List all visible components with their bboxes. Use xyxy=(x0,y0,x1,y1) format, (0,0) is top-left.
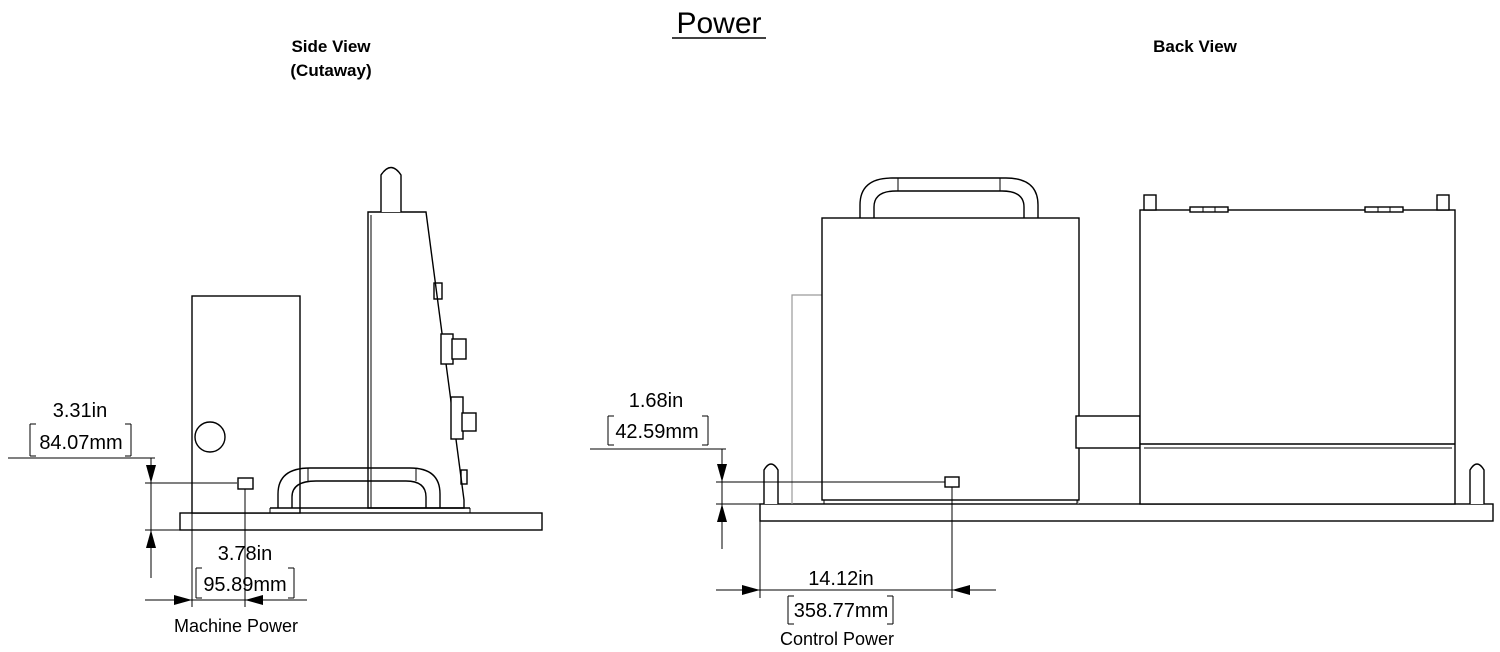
side-base-plate xyxy=(179,512,543,531)
side-horizontal-dim-in: 3.78in xyxy=(218,543,273,565)
machine-power-label: Machine Power xyxy=(174,616,298,636)
back-view-label: Back View xyxy=(1153,37,1238,56)
side-vertical-dim-mm: 84.07mm xyxy=(39,432,122,454)
side-handle xyxy=(277,467,441,508)
side-vertical-dim-in: 3.31in xyxy=(53,400,108,422)
side-tall-enclosure xyxy=(367,211,465,509)
side-vertical-dimension xyxy=(8,423,237,578)
back-interconnect-block xyxy=(1075,415,1141,449)
back-vertical-dim-in: 1.68in xyxy=(629,390,684,412)
side-view-label: Side View xyxy=(291,37,371,56)
page-title: Power xyxy=(676,7,761,40)
side-view-sublabel: (Cutaway) xyxy=(290,61,371,80)
back-vertical-dimension xyxy=(590,415,945,549)
side-top-knob xyxy=(380,166,402,212)
side-left-box-hole xyxy=(194,421,226,453)
side-view-drawing xyxy=(179,166,543,531)
side-left-box xyxy=(191,295,301,514)
back-horizontal-dimension xyxy=(716,487,996,625)
back-horizontal-dim-in: 14.12in xyxy=(808,568,874,590)
back-view-drawing xyxy=(759,177,1494,522)
back-horizontal-dim-mm: 358.77mm xyxy=(794,600,889,622)
back-left-enclosure xyxy=(821,217,1080,501)
back-right-enclosure xyxy=(1139,209,1456,505)
back-handle xyxy=(859,177,1039,218)
back-vertical-dim-mm: 42.59mm xyxy=(615,421,698,443)
side-horizontal-dim-mm: 95.89mm xyxy=(203,574,286,596)
side-horizontal-dimension xyxy=(145,489,307,607)
control-power-label: Control Power xyxy=(780,629,894,649)
back-base-plate xyxy=(759,503,1494,522)
